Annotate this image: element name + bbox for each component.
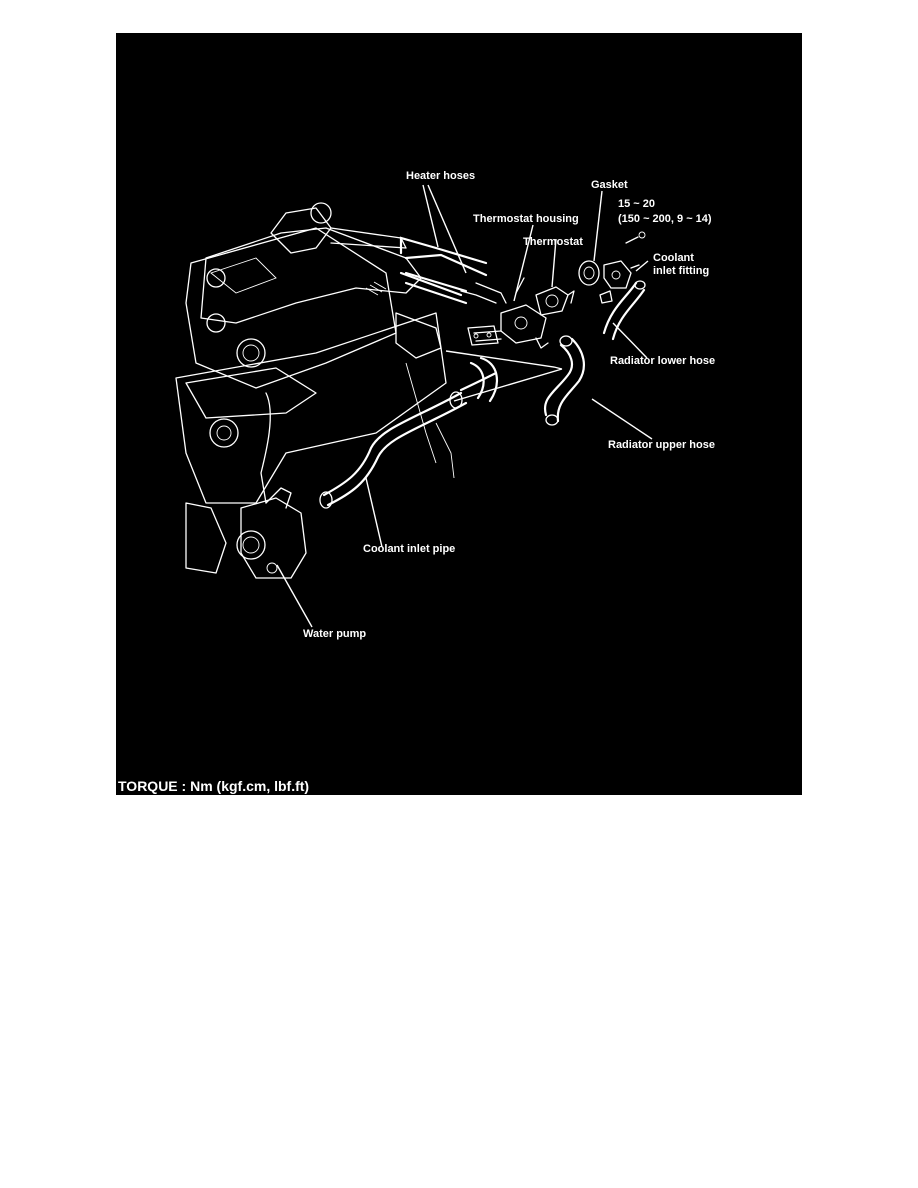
label-thermostat: Thermostat <box>523 236 583 248</box>
engine-block <box>175 202 455 504</box>
label-coolant-inlet-fitting-1: Coolant <box>653 252 694 264</box>
engine-cooling-diagram: Heater hoses Gasket 15 ~ 20 (150 ~ 200, … <box>116 33 802 795</box>
label-radiator-upper-hose: Radiator upper hose <box>608 439 715 451</box>
heater-hoses-drawing <box>399 236 507 305</box>
radiator-lower-hose-drawing <box>602 280 646 341</box>
coolant-inlet-pipe-drawing <box>319 371 498 509</box>
label-torque-units: TORQUE : Nm (kgf.cm, lbf.ft) <box>118 778 310 794</box>
label-radiator-lower-hose: Radiator lower hose <box>610 355 716 367</box>
thermostat-housing-drawing <box>473 277 549 349</box>
bypass-hose-drawing <box>449 356 499 409</box>
label-thermostat-housing: Thermostat housing <box>473 213 579 225</box>
housing-gasket-plate <box>467 325 499 346</box>
label-coolant-inlet-fitting-2: inlet fitting <box>653 265 710 277</box>
radiator-upper-hose-drawing <box>543 335 585 426</box>
label-torque-range: (150 ~ 200, 9 ~ 14) <box>618 213 712 225</box>
label-heater-hoses: Heater hoses <box>406 170 476 182</box>
thermostat-drawing <box>535 286 575 316</box>
label-gasket: Gasket <box>591 179 628 191</box>
gasket-drawing <box>578 260 600 286</box>
label-water-pump: Water pump <box>303 628 367 640</box>
water-pump <box>185 487 307 579</box>
label-torque-value: 15 ~ 20 <box>618 198 656 210</box>
coolant-inlet-fitting-drawing <box>599 231 646 304</box>
label-coolant-inlet-pipe: Coolant inlet pipe <box>363 543 456 555</box>
leader-lines <box>276 184 653 628</box>
engine-line-drawing <box>175 184 653 628</box>
